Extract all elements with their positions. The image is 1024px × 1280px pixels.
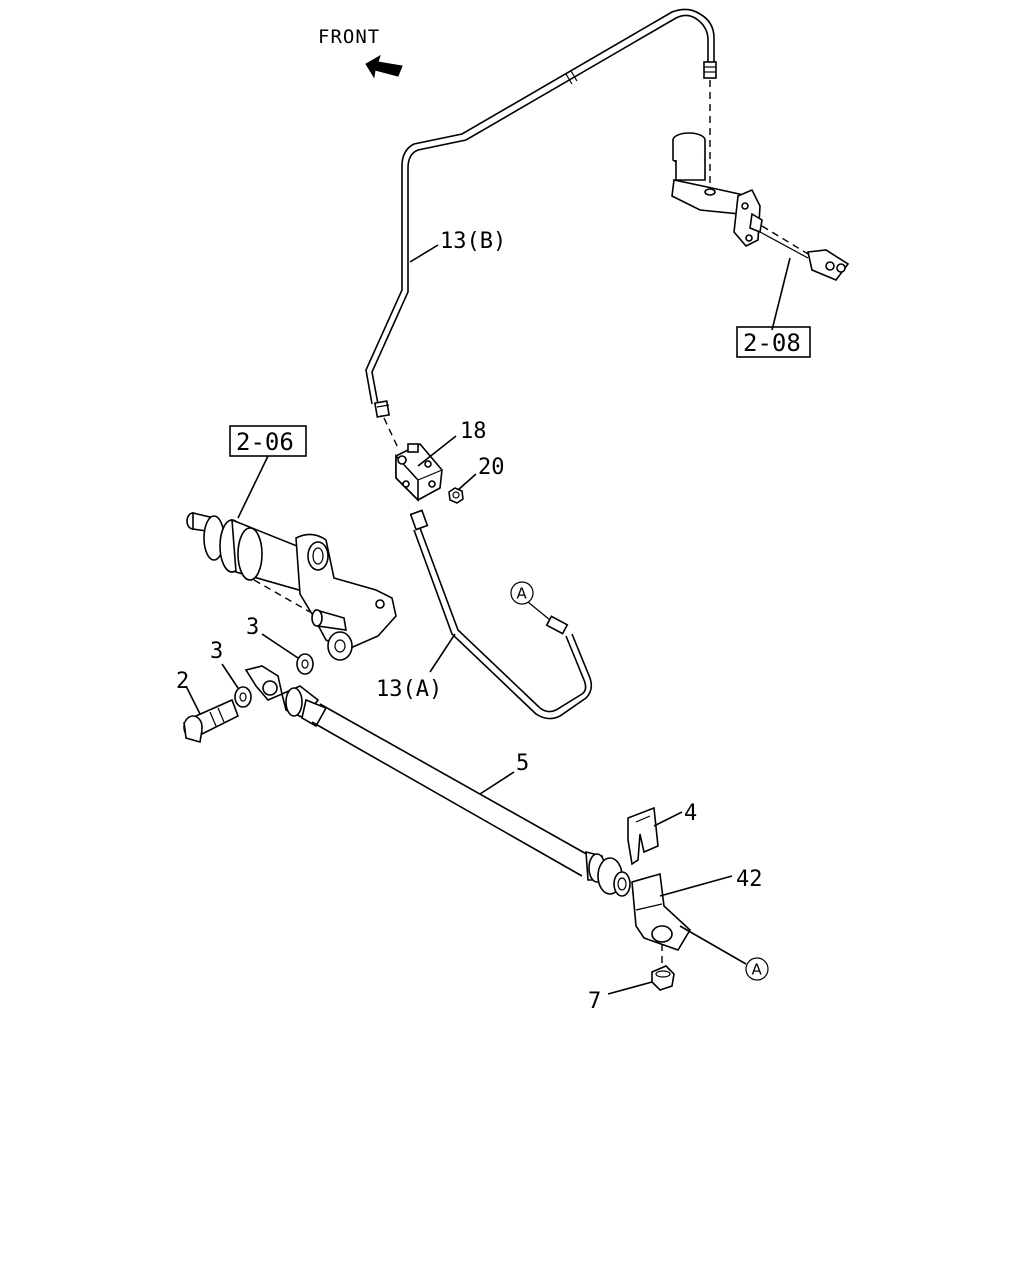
pipe-13b: [365, 8, 717, 418]
callout-5: 5: [516, 751, 529, 776]
svg-text:A: A: [517, 585, 528, 603]
flexible-hose-5: [244, 665, 631, 897]
callout-42: 42: [736, 867, 763, 892]
connection-marker-a-lower: A: [745, 957, 769, 981]
callout-3-upper: 3: [246, 615, 259, 640]
callout-4: 4: [684, 801, 697, 826]
nut-20: [448, 487, 464, 504]
front-label: FRONT: [318, 26, 380, 48]
callout-2: 2: [176, 669, 189, 694]
nut-7: [651, 965, 675, 991]
pipe-13a: [409, 509, 593, 720]
clutch-master-cylinder: [671, 80, 850, 281]
callout-18: 18: [460, 419, 487, 444]
callout-20: 20: [478, 455, 505, 480]
ref-box-2-08-label: 2-08: [743, 329, 801, 357]
callout-13b: 13(B): [440, 229, 506, 254]
washer-3-upper: [296, 653, 314, 675]
clip-4: [627, 806, 659, 866]
clutch-slave-cylinder: [186, 511, 397, 661]
connection-marker-a-upper: A: [510, 581, 534, 605]
callout-3-lower: 3: [210, 639, 223, 664]
union-bolt-2: [183, 698, 240, 744]
front-arrow-icon: [365, 54, 403, 79]
junction-block-18: [395, 443, 443, 502]
ref-box-2-08: [736, 326, 811, 358]
bracket-42: [631, 872, 692, 951]
callout-13a: 13(A): [376, 677, 442, 702]
washer-3-lower: [234, 686, 252, 708]
svg-text:A: A: [752, 961, 763, 979]
callout-7: 7: [588, 989, 601, 1014]
ref-box-2-06-label: 2-06: [236, 428, 294, 456]
